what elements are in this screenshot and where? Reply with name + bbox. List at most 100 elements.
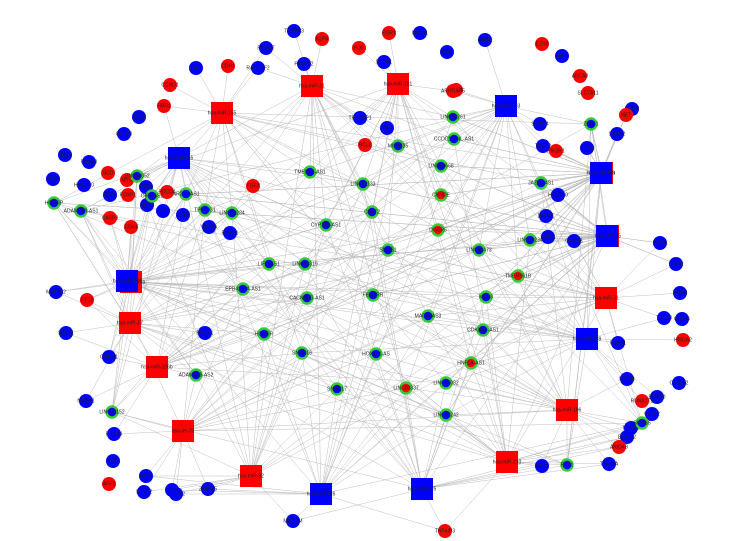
gene-node[interactable]: PROX1 [197,326,214,340]
gene-node[interactable]: SOX11 [58,326,74,340]
gene-node[interactable]: KIT [156,204,170,218]
gene-node[interactable]: ARHGAP5 [441,84,465,98]
gene-node[interactable]: SESN1 [376,55,393,69]
lncrna-node[interactable]: MAGI2-AS3 [415,309,442,323]
gene-node[interactable]: MEIS1 [540,230,556,244]
gene-node[interactable]: FOXP1 [120,188,137,202]
gene-node[interactable]: GPM6B [565,234,583,248]
gene-node[interactable]: AFF2 [102,477,116,491]
lncrna-node[interactable]: TMEM51-AS1 [294,165,326,179]
mirna-node[interactable]: hsa-miR-155 [208,102,237,124]
gene-node[interactable]: SCD [101,166,115,180]
mirna-node[interactable]: hsa-miR-139 [573,328,602,350]
gene-node[interactable]: ABCA8 [572,69,589,83]
mirna-node[interactable]: hsa-miR-210 [493,451,522,473]
gene-node[interactable]: ATF3 [555,49,569,63]
mirna-node[interactable]: hsa-miR-21 [299,75,325,97]
gene-node[interactable]: EBF1 [103,188,117,202]
mirna-node[interactable]: hsa-miR-181 [384,73,413,95]
mirna-node[interactable]: hsa-miR-126 [307,483,336,505]
lncrna-node[interactable]: LINC01082 [433,376,459,390]
gene-node[interactable]: KRAS [669,257,683,271]
mirna-node[interactable]: hsa-let-7b [172,420,194,442]
lncrna-node[interactable]: LINC00261 [440,110,466,124]
gene-node[interactable]: FGF2 [246,179,260,193]
gene-node[interactable]: RAPGEF2 [246,61,270,75]
gene-node[interactable]: BCL2 [358,138,372,152]
lncrna-node[interactable]: LINC00668 [428,159,454,173]
gene-node[interactable]: PTPRD [649,390,666,404]
lncrna-node[interactable]: PVT1 [560,458,574,472]
lncrna-node[interactable]: CDKN2B-AS1 [467,323,499,337]
gene-node[interactable]: ARID4B [610,440,629,454]
lncrna-node[interactable]: LINC00152 [99,405,125,419]
gene-node[interactable]: CD44 [124,220,138,234]
gene-node[interactable]: TNFAIP3 [435,524,456,538]
lncrna-node[interactable]: MEG3 [479,290,493,304]
lncrna-node[interactable]: HOTAIR [255,327,274,341]
lncrna-node[interactable]: SNHG16 [292,346,312,360]
gene-node[interactable]: ERBB4 [106,427,123,441]
mirna-node[interactable]: hsa-miR-145 [165,147,194,169]
gene-node[interactable]: DUSP1 [538,209,555,223]
lncrna-node[interactable]: SNHG5 [633,416,651,430]
gene-node[interactable]: NEGR1 [77,394,95,408]
gene-node[interactable]: HMGA2 [674,333,692,347]
gene-node[interactable]: SYT1 [139,469,153,483]
gene-node[interactable]: RORA [653,236,668,250]
gene-node[interactable]: SOX4 [132,110,146,124]
gene-node[interactable]: TGFBR3 [284,24,304,38]
gene-node[interactable]: E2F3 [189,61,203,75]
gene-node[interactable]: TSHZ3 [656,311,672,325]
lncrna-node[interactable]: HOXA11-AS [362,347,391,361]
mirna-node[interactable]: hsa-miR-31 [593,287,619,309]
gene-node[interactable]: FMR1 [157,99,171,113]
gene-node[interactable]: STK4 [580,141,594,155]
gene-node[interactable]: ZEB2 [58,148,72,162]
gene-node[interactable]: FOS [352,41,366,55]
lncrna-node[interactable]: ZFAS1 [583,117,599,131]
mirna-node[interactable]: hsa-miR-1 [595,225,619,247]
lncrna-node[interactable]: NR2F1-AS1 [173,187,200,201]
gene-node[interactable]: PHLPP2 [294,57,314,71]
gene-node[interactable]: SHOX2 [609,127,626,141]
lncrna-node[interactable]: HNF1A-AS1 [457,356,485,370]
lncrna-node[interactable]: LINC00473 [466,243,492,257]
gene-node[interactable]: NOVA1 [623,421,640,435]
gene-node[interactable]: GNG7 [478,33,492,47]
lncrna-node[interactable]: LINC01133 [351,177,376,191]
lncrna-node[interactable]: LINC00337 [393,381,419,395]
mirna-node[interactable]: hsa-miR-92 [238,465,264,487]
lncrna-node[interactable]: CRNDE [432,188,451,202]
lncrna-node[interactable]: CCDC144NL-AS1 [434,132,475,146]
lncrna-node[interactable]: DGCR5 [429,223,447,237]
lncrna-node[interactable]: OIP5-AS1 [141,189,164,203]
gene-node[interactable]: CPEB3 [116,127,133,141]
gene-node[interactable]: CXCL12 [670,376,689,390]
mirna-node[interactable]: hsa-miR-143 [113,270,142,292]
gene-node[interactable]: HOXA10 [548,188,568,202]
gene-node[interactable]: CELF2 [644,407,660,421]
lncrna-node[interactable]: SNHG17 [327,382,347,396]
gene-node[interactable]: ZNF365 [199,482,217,496]
gene-node[interactable]: TFAP2A [600,457,619,471]
gene-node[interactable]: AKT3 [46,172,60,186]
lncrna-node[interactable]: CCAT2 [364,205,380,219]
gene-node[interactable]: SPRY2 [136,485,153,499]
gene-node[interactable]: PLAG1 [610,336,626,350]
gene-node[interactable]: RUNX1T1 [631,394,654,408]
gene-node[interactable]: NFIB [535,459,549,473]
gene-node[interactable]: RUNX1 [222,226,239,240]
lncrna-node[interactable]: LIFR-AS1 [258,257,280,271]
lncrna-node[interactable]: FENDRR [363,288,384,302]
lncrna-node[interactable]: LINC01234 [517,233,543,247]
gene-node[interactable]: NR4A1 [412,26,428,40]
mirna-node[interactable]: hsa-miR-30a [587,162,616,184]
gene-node[interactable]: DCX [165,483,179,497]
lncrna-node[interactable]: LINC00284 [219,206,245,220]
gene-node[interactable]: HOXD10 [74,178,94,192]
gene-node[interactable]: EGR1 [382,26,396,40]
gene-node[interactable]: PIK3R1 [547,144,565,158]
lncrna-node[interactable]: LINC00319 [292,257,318,271]
gene-node[interactable]: TP53INP1 [348,111,372,125]
